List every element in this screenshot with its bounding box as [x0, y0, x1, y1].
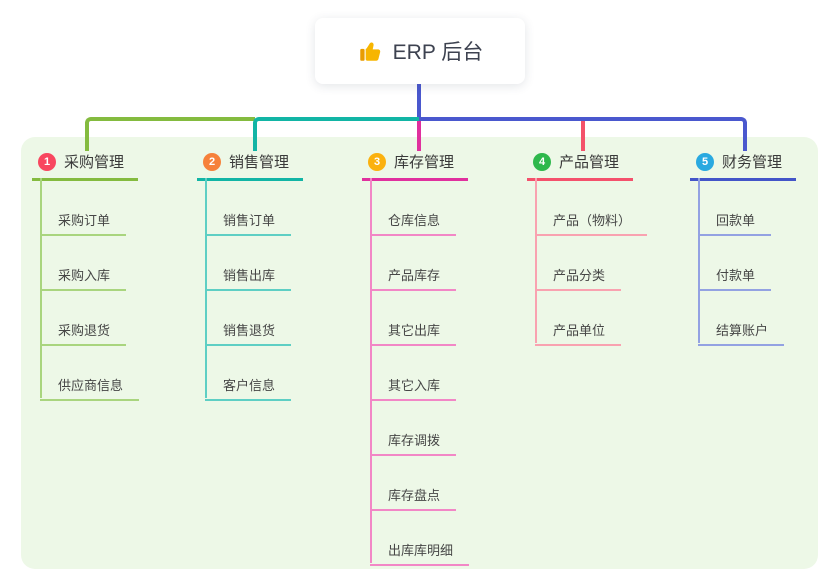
child-node: 供应商信息	[40, 346, 140, 401]
branch-sales: 2 销售管理 销售订单 销售出库 销售退货 客户信息	[197, 148, 304, 401]
node-product-material[interactable]: 产品（物料）	[535, 210, 648, 236]
node-settlement-account[interactable]: 结算账户	[698, 320, 785, 346]
node-sales-return[interactable]: 销售退货	[205, 320, 292, 346]
root-title: ERP 后台	[392, 41, 484, 64]
thumbs-up-icon	[357, 38, 383, 64]
branch-purchase-rail	[40, 178, 42, 398]
node-purchase-inbound[interactable]: 采购入库	[40, 265, 127, 291]
node-other-outbound[interactable]: 其它出库	[370, 320, 457, 346]
branch-sales-node[interactable]: 2 销售管理	[197, 148, 304, 181]
child-node: 客户信息	[205, 346, 303, 401]
node-purchase-order[interactable]: 采购订单	[40, 210, 127, 236]
child-node: 结算账户	[698, 291, 796, 346]
branch-purchase-node[interactable]: 1 采购管理	[32, 148, 139, 181]
node-other-inbound[interactable]: 其它入库	[370, 375, 457, 401]
node-product-unit[interactable]: 产品单位	[535, 320, 622, 346]
node-supplier-info[interactable]: 供应商信息	[40, 375, 140, 401]
node-sales-outbound[interactable]: 销售出库	[205, 265, 292, 291]
branch-inventory-connector	[417, 121, 421, 151]
badge-2: 2	[203, 152, 221, 171]
badge-3: 3	[368, 152, 386, 171]
branch-inventory: 3 库存管理 仓库信息 产品库存 其它出库 其它入库 库存调拨 库存盘点 出库库…	[362, 148, 470, 566]
badge-5: 5	[696, 152, 714, 171]
branch-finance: 5 财务管理 回款单 付款单 结算账户	[690, 148, 797, 346]
child-node: 回款单	[698, 181, 796, 236]
branch-inventory-node[interactable]: 3 库存管理	[362, 148, 469, 181]
child-node: 出库库明细	[370, 511, 470, 566]
branch-inventory-label: 库存管理	[394, 154, 455, 171]
branch-finance-label: 财务管理	[722, 154, 783, 171]
branch-purchase-label: 采购管理	[64, 154, 125, 171]
child-node: 产品库存	[370, 236, 469, 291]
branch-product-rail	[535, 178, 537, 343]
branch-finance-node[interactable]: 5 财务管理	[690, 148, 797, 181]
node-stock-check[interactable]: 库存盘点	[370, 485, 457, 511]
badge-4: 4	[533, 152, 551, 171]
child-node: 其它出库	[370, 291, 469, 346]
node-product-stock[interactable]: 产品库存	[370, 265, 457, 291]
branch-sales-rail	[205, 178, 207, 398]
node-receipt-order[interactable]: 回款单	[698, 210, 772, 236]
mindmap-panel	[21, 137, 818, 569]
root-node-erp[interactable]: ERP 后台	[315, 18, 525, 84]
child-node: 销售出库	[205, 236, 303, 291]
branch-sales-connector	[253, 117, 421, 151]
node-payment-order[interactable]: 付款单	[698, 265, 772, 291]
badge-1: 1	[38, 152, 56, 171]
branch-product-connector	[581, 121, 585, 151]
child-node: 其它入库	[370, 346, 469, 401]
branch-finance-rail	[698, 178, 700, 343]
node-warehouse-info[interactable]: 仓库信息	[370, 210, 457, 236]
branch-inventory-rail	[370, 178, 372, 563]
child-node: 仓库信息	[370, 181, 469, 236]
node-customer-info[interactable]: 客户信息	[205, 375, 292, 401]
root-connector-line	[417, 84, 421, 119]
child-node: 采购订单	[40, 181, 139, 236]
child-node: 产品单位	[535, 291, 647, 346]
child-node: 采购入库	[40, 236, 139, 291]
branch-product-node[interactable]: 4 产品管理	[527, 148, 634, 181]
child-node: 产品分类	[535, 236, 647, 291]
child-node: 付款单	[698, 236, 796, 291]
child-node: 库存调拨	[370, 401, 469, 456]
branch-sales-label: 销售管理	[229, 154, 290, 171]
node-sales-order[interactable]: 销售订单	[205, 210, 292, 236]
child-node: 采购退货	[40, 291, 139, 346]
branch-purchase: 1 采购管理 采购订单 采购入库 采购退货 供应商信息	[32, 148, 140, 401]
branch-product: 4 产品管理 产品（物料） 产品分类 产品单位	[527, 148, 648, 346]
node-outbound-detail[interactable]: 出库库明细	[370, 540, 470, 566]
child-node: 库存盘点	[370, 456, 469, 511]
branch-product-label: 产品管理	[559, 154, 620, 171]
node-stock-transfer[interactable]: 库存调拨	[370, 430, 457, 456]
child-node: 销售退货	[205, 291, 303, 346]
node-product-category[interactable]: 产品分类	[535, 265, 622, 291]
node-purchase-return[interactable]: 采购退货	[40, 320, 127, 346]
child-node: 销售订单	[205, 181, 303, 236]
branch-purchase-connector	[85, 117, 255, 151]
child-node: 产品（物料）	[535, 181, 648, 236]
branch-finance-connector	[419, 117, 747, 151]
